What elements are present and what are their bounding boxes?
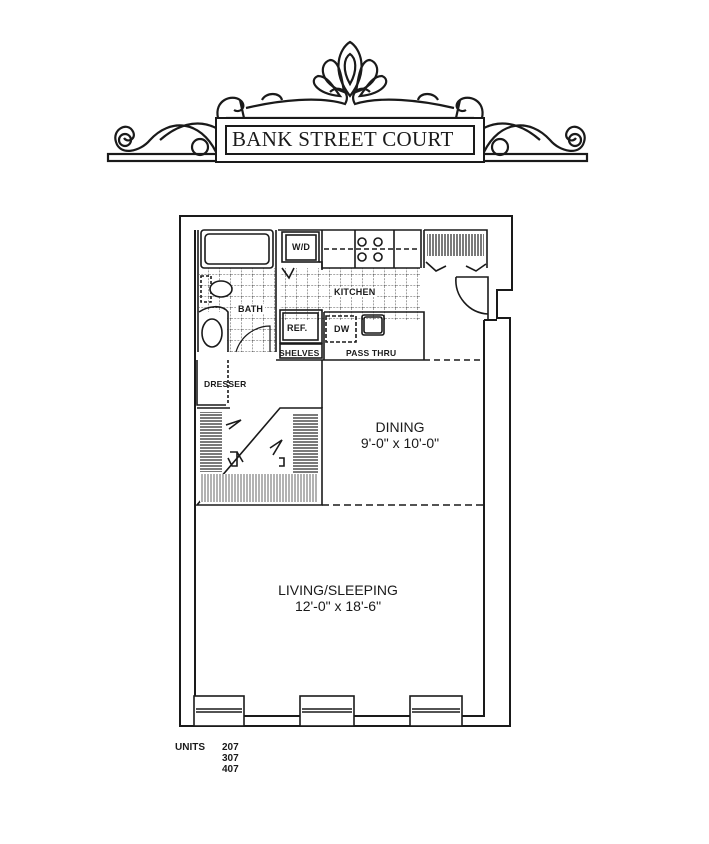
- units-label: UNITS: [175, 742, 205, 753]
- pass-thru-label: PASS THRU: [346, 348, 397, 358]
- kitchen-label: KITCHEN: [332, 287, 378, 297]
- unit-number: 207: [222, 742, 239, 753]
- refrigerator-label: REF.: [287, 323, 308, 333]
- bath-label: BATH: [236, 304, 266, 314]
- dining-room: DINING 9'-0" x 10'-0": [340, 419, 460, 451]
- unit-number: 407: [222, 764, 239, 775]
- building-title: BANK STREET COURT: [232, 127, 454, 151]
- dining-room-size: 9'-0" x 10'-0": [360, 435, 440, 451]
- living-room: LIVING/SLEEPING 12'-0" x 18'-6": [258, 582, 418, 614]
- living-room-name: LIVING/SLEEPING: [278, 582, 398, 598]
- shelves-label: SHELVES: [279, 348, 320, 358]
- dining-room-name: DINING: [375, 419, 425, 435]
- unit-number: 307: [222, 753, 239, 764]
- living-room-size: 12'-0" x 18'-6": [294, 598, 382, 614]
- dishwasher-label: DW: [334, 324, 350, 334]
- dresser-label: DRESSER: [204, 379, 247, 389]
- units-list: 207 307 407: [222, 742, 239, 775]
- washer-dryer-label: W/D: [292, 242, 311, 252]
